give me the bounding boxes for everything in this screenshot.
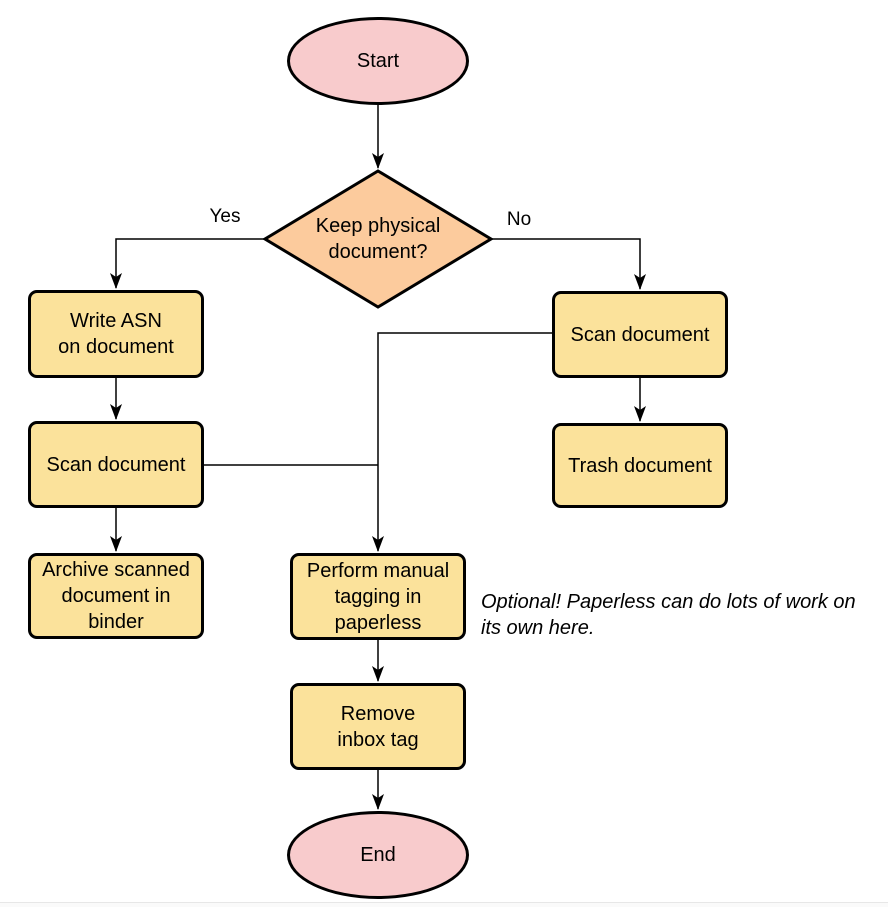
node-start-label: Start (356, 50, 400, 72)
node-scan-document-right: Scan document (552, 291, 728, 378)
edge-scan-right-to-tagging (372, 332, 552, 552)
node-scan-document-left-label: Scan document (46, 453, 186, 476)
node-write-asn: Write ASN on document (28, 290, 204, 378)
annotation-optional-note: Optional! Paperless can do lots of work … (481, 591, 856, 639)
node-archive-scanned: Archive scanned document in binder (28, 553, 204, 639)
node-manual-tagging: Perform manual tagging in paperless (290, 553, 466, 640)
decision-diamond-shape (262, 169, 494, 309)
node-write-asn-label: Write ASN on document (58, 310, 174, 358)
node-trash-document: Trash document (552, 423, 728, 508)
node-decision-label: Keep physical document? (315, 215, 441, 263)
node-trash-document-label: Trash document (568, 454, 712, 477)
edge-decision-no-to-scan-right (491, 238, 646, 290)
node-start: Start (287, 17, 469, 105)
node-remove-inbox-tag: Remove inbox tag (290, 683, 466, 770)
node-end-label: End (360, 844, 396, 866)
node-scan-document-left: Scan document (28, 421, 204, 508)
node-scan-document-right-label: Scan document (570, 323, 710, 346)
node-archive-scanned-label: Archive scanned document in binder (42, 559, 190, 633)
edge-label-no: No (506, 209, 532, 230)
node-decision: Keep physical document? (278, 211, 478, 267)
node-manual-tagging-label: Perform manual tagging in paperless (306, 559, 450, 634)
page-bottom-divider (0, 902, 888, 907)
edge-label-yes: Yes (209, 206, 241, 227)
node-end: End (287, 811, 469, 899)
edge-decision-yes-to-write-asn (110, 238, 265, 289)
node-remove-inbox-tag-label: Remove inbox tag (337, 702, 419, 751)
